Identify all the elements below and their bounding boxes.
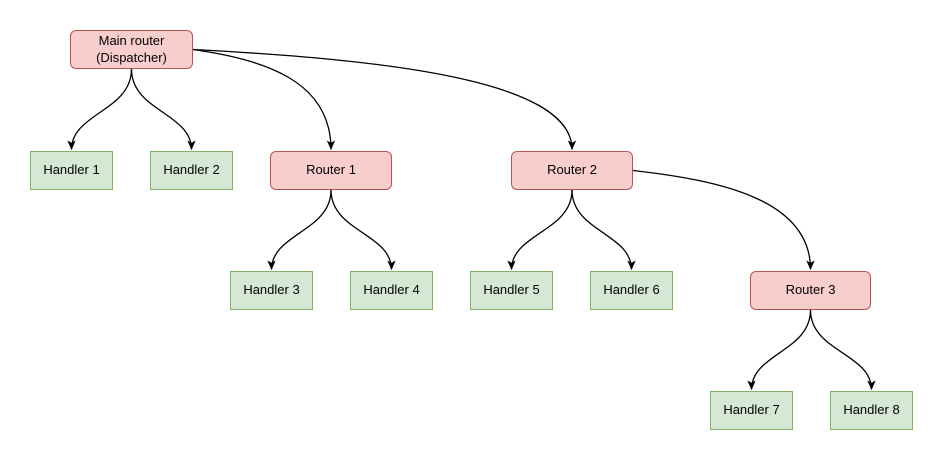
node-label: Handler 6 — [603, 282, 660, 298]
edge-main-to-handler1 — [67, 68, 133, 150]
node-label: Handler 1 — [43, 162, 100, 178]
node-label: Handler 5 — [483, 282, 540, 298]
node-handler7: Handler 7 — [710, 391, 793, 430]
node-label: Handler 4 — [363, 282, 420, 298]
node-handler8: Handler 8 — [830, 391, 913, 430]
edge-router2-to-handler5 — [507, 189, 573, 270]
node-label: Handler 2 — [163, 162, 220, 178]
node-label: Router 2 — [547, 162, 597, 178]
node-label: Router 1 — [306, 162, 356, 178]
edge-router2-to-router3 — [632, 169, 815, 270]
node-router2: Router 2 — [511, 151, 633, 190]
edge-router3-to-handler7 — [747, 309, 812, 390]
node-label: Handler 7 — [723, 402, 780, 418]
node-label: Handler 8 — [843, 402, 900, 418]
node-router1: Router 1 — [270, 151, 392, 190]
node-handler1: Handler 1 — [30, 151, 113, 190]
node-handler5: Handler 5 — [470, 271, 553, 310]
node-handler3: Handler 3 — [230, 271, 313, 310]
node-handler6: Handler 6 — [590, 271, 673, 310]
node-handler2: Handler 2 — [150, 151, 233, 190]
node-label: Main router (Dispatcher) — [96, 33, 167, 65]
edge-router1-to-handler3 — [267, 189, 332, 270]
node-handler4: Handler 4 — [350, 271, 433, 310]
node-router3: Router 3 — [750, 271, 871, 310]
node-main: Main router (Dispatcher) — [70, 30, 193, 69]
edge-main-to-router1 — [192, 48, 336, 150]
edge-main-to-router2 — [192, 48, 577, 150]
node-label: Handler 3 — [243, 282, 300, 298]
edge-router3-to-handler8 — [809, 309, 876, 390]
edge-main-to-handler2 — [130, 68, 196, 150]
node-label: Router 3 — [785, 282, 836, 298]
edge-router1-to-handler4 — [330, 189, 396, 270]
edge-router2-to-handler6 — [571, 189, 636, 270]
